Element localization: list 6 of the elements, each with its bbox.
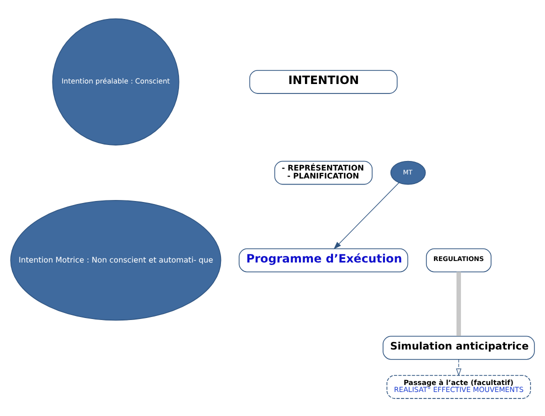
arrow <box>334 182 400 249</box>
node-box: INTENTION <box>249 69 398 94</box>
node-box: Simulation anticipatrice <box>382 335 535 360</box>
node-box: Programme d’Exécution <box>238 248 408 272</box>
connector <box>456 271 461 336</box>
arrow <box>456 358 462 376</box>
